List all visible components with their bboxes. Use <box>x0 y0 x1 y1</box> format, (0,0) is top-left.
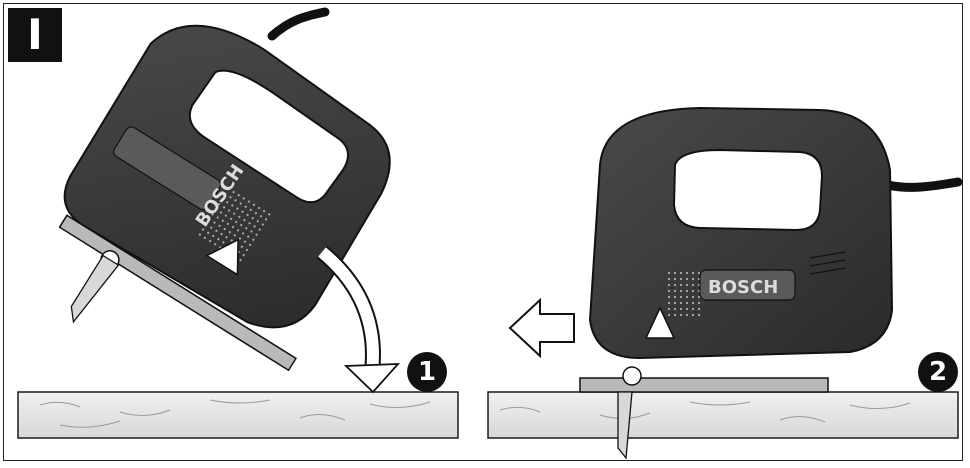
arrow-left-icon <box>508 297 575 359</box>
base-plate-left <box>58 214 297 372</box>
workpiece-left <box>17 391 459 439</box>
jigsaw-right: BOSCH <box>579 106 963 460</box>
power-cord-right <box>883 177 963 192</box>
jigsaw-left: BOSCH <box>58 7 391 372</box>
brand-logo-right: BOSCH <box>708 277 778 298</box>
power-cord-left <box>267 7 330 41</box>
handle-opening-left <box>188 69 349 204</box>
step-2-badge: 2 <box>918 352 958 392</box>
base-plate-right <box>579 377 829 393</box>
switch-left <box>205 238 239 276</box>
blade-left <box>70 254 120 324</box>
handle-opening-right <box>672 148 824 232</box>
step-1-badge: 1 <box>407 352 447 392</box>
workpiece-right <box>487 391 959 439</box>
rotate-arrow-icon <box>316 245 401 394</box>
switch-right <box>644 306 676 339</box>
blade-right <box>617 391 633 460</box>
figure-frame <box>3 3 963 461</box>
figure-label: I <box>8 8 62 62</box>
